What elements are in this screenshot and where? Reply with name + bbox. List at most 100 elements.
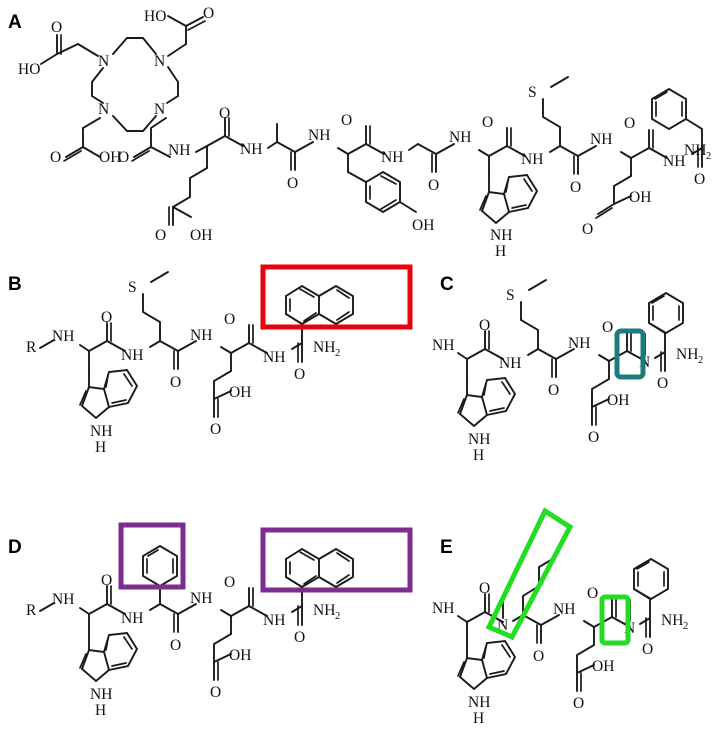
svg-text:2: 2: [706, 151, 711, 162]
tyr-amide-nh: NH: [381, 149, 403, 166]
panel-e-asp-carbonyl-oxygen: O: [587, 585, 598, 602]
dota-nitrogen-ne: N: [154, 53, 165, 70]
panel-label-c: C: [440, 274, 454, 295]
panel-e-nle-carbonyl-oxygen: O: [533, 648, 544, 665]
panel-c-trp-indole-nitrogen: NH: [468, 431, 490, 448]
panel-d-phg-carbonyl-oxygen: O: [170, 637, 181, 654]
svg-text:2: 2: [335, 611, 340, 622]
panel-d-phenylglycine-ring: [142, 544, 178, 588]
panel-label-b: B: [8, 274, 22, 295]
ala-carbonyl-oxygen: O: [287, 175, 298, 192]
panel-c-teal-highlight-box: [614, 328, 646, 380]
panel-b-terminal-amide: NH 2: [313, 339, 340, 359]
ala-amide-nh: NH: [308, 127, 330, 144]
panel-d-phg-amide-nh: NH: [190, 590, 212, 607]
panel-e-trp-indole-hydrogen: H: [473, 710, 484, 727]
panel-e-nle-amide-nh: NH: [553, 601, 575, 618]
glu-amide-nh: NH: [240, 141, 262, 158]
panel-b-asp-sidechain-hydroxyl: OH: [229, 384, 251, 401]
panel-e-nme-nle-nitrogen: N: [497, 617, 508, 634]
tyr-phenol-ring: [365, 170, 401, 214]
svg-text:NH: NH: [684, 142, 706, 159]
panel-b-naphthalene-ring: [285, 284, 354, 326]
panel-c-trp-indole-hydrogen: H: [473, 447, 484, 464]
panel-c-asp-sidechain-hydroxyl: OH: [607, 392, 629, 409]
panel-e-n-terminal-nh: NH: [432, 600, 454, 617]
dota-arm1-oxygen: O: [51, 19, 62, 36]
panel-c-met-amide-nh: NH: [568, 335, 590, 352]
gly-amide-nh: NH: [449, 129, 471, 146]
dota-nitrogen-se: N: [154, 101, 165, 118]
asp-sidechain-oxygen: O: [582, 221, 593, 238]
trp-indole-hydrogen: H: [495, 243, 506, 260]
panel-c-phe-benzene-ring: [648, 291, 684, 335]
panel-label-a: A: [8, 12, 22, 33]
panel-e-structure: NH O NH H N O NH: [432, 507, 688, 727]
panel-d-trp-carbonyl-oxygen: O: [101, 572, 112, 589]
phe-benzene-ring: [651, 87, 687, 131]
svg-text:NH: NH: [313, 602, 335, 619]
dota-nitrogen-nw: N: [98, 53, 109, 70]
dota-arm3-hydroxyl: OH: [99, 149, 121, 166]
panel-b-trp-indole: NH H: [79, 368, 139, 456]
dota-arm2-oxygen: O: [203, 5, 214, 22]
phe-carbonyl-oxygen: O: [694, 171, 705, 188]
asp-amide-nh: NH: [663, 153, 685, 170]
tyr-hydroxyl: OH: [412, 217, 434, 234]
panel-d-asp-carbonyl-oxygen: O: [224, 574, 235, 591]
panel-b-carbonyl-oxygen-terminal: O: [294, 366, 305, 383]
dota-linker-oxygen: O: [118, 149, 129, 166]
met-amide-nh: NH: [590, 131, 612, 148]
tyr-carbonyl-oxygen: O: [341, 112, 352, 129]
panel-b-trp-amide-nh: NH: [121, 347, 143, 364]
panel-d-trp-amide-nh: NH: [121, 610, 143, 627]
met-carbonyl-oxygen: O: [570, 179, 581, 196]
panel-d-naphthalene-ring: [285, 547, 354, 589]
panel-c-met-carbonyl-oxygen: O: [548, 382, 559, 399]
panel-b-asp-carbonyl-oxygen: O: [224, 311, 235, 328]
panel-d-carbonyl-oxygen-terminal: O: [294, 629, 305, 646]
panel-b-structure: R NH O NH NH H S O NH: [26, 264, 413, 456]
panel-e-asp-sidechain-oxygen: O: [573, 695, 584, 712]
panel-d-trp-indole: NH H: [79, 631, 139, 719]
panel-label-e: E: [440, 537, 453, 558]
panel-b-met-carbonyl-oxygen: O: [170, 374, 181, 391]
panel-d-asp-sidechain-oxygen: O: [210, 684, 221, 701]
panel-c-n-terminal-nh: NH: [432, 337, 454, 354]
panel-b-trp-indole-nitrogen: NH: [90, 423, 112, 440]
met-sulfur: S: [528, 84, 537, 101]
panel-c-structure: NH O NH NH H S O NH: [432, 279, 703, 464]
panel-d-asp-sidechain-hydroxyl: OH: [229, 647, 251, 664]
panel-d-structure: R NH O NH NH H: [26, 522, 413, 719]
panel-b-asp-amide-nh: NH: [263, 349, 285, 366]
panel-d-r-group: R: [26, 602, 37, 619]
panel-c-trp-amide-nh: NH: [499, 355, 521, 372]
asp-carbonyl-oxygen: O: [624, 115, 635, 132]
panel-d-purple-highlight-box-phenyl: [118, 522, 186, 590]
gly-carbonyl-oxygen: O: [428, 177, 439, 194]
glu-sidechain-hydroxyl: OH: [190, 227, 212, 244]
panel-b-red-highlight-box: [260, 264, 413, 330]
panel-d-asp-amide-nh: NH: [263, 612, 285, 629]
svg-text:NH: NH: [313, 339, 335, 356]
panel-c-asp-carbonyl-oxygen: O: [602, 319, 613, 336]
panel-b-met-sulfur: S: [128, 279, 137, 296]
panel-e-phe-benzene-ring: [633, 557, 669, 601]
dota-arm1-hydroxyl: HO: [18, 61, 40, 78]
svg-text:NH: NH: [676, 346, 698, 363]
dota-linker-amide-nh: NH: [168, 142, 190, 159]
trp-indole-nitrogen: NH: [490, 227, 512, 244]
panel-d-trp-indole-nitrogen: NH: [90, 686, 112, 703]
dota-nitrogen-sw: N: [98, 101, 109, 118]
glu-sidechain-oxygen: O: [155, 227, 166, 244]
trp-amide-nh: NH: [521, 151, 543, 168]
panel-d-trp-indole-hydrogen: H: [95, 702, 106, 719]
panel-e-trp-indole-nitrogen: NH: [468, 694, 490, 711]
panel-c-trp-carbonyl-oxygen: O: [479, 317, 490, 334]
panel-c-met-sulfur: S: [506, 287, 515, 304]
panel-c-terminal-amide: NH 2: [676, 346, 703, 366]
dota-arm2-hydroxyl: HO: [144, 8, 166, 25]
panel-e-terminal-amide: NH 2: [661, 612, 688, 632]
panel-b-trp-carbonyl-oxygen: O: [101, 309, 112, 326]
